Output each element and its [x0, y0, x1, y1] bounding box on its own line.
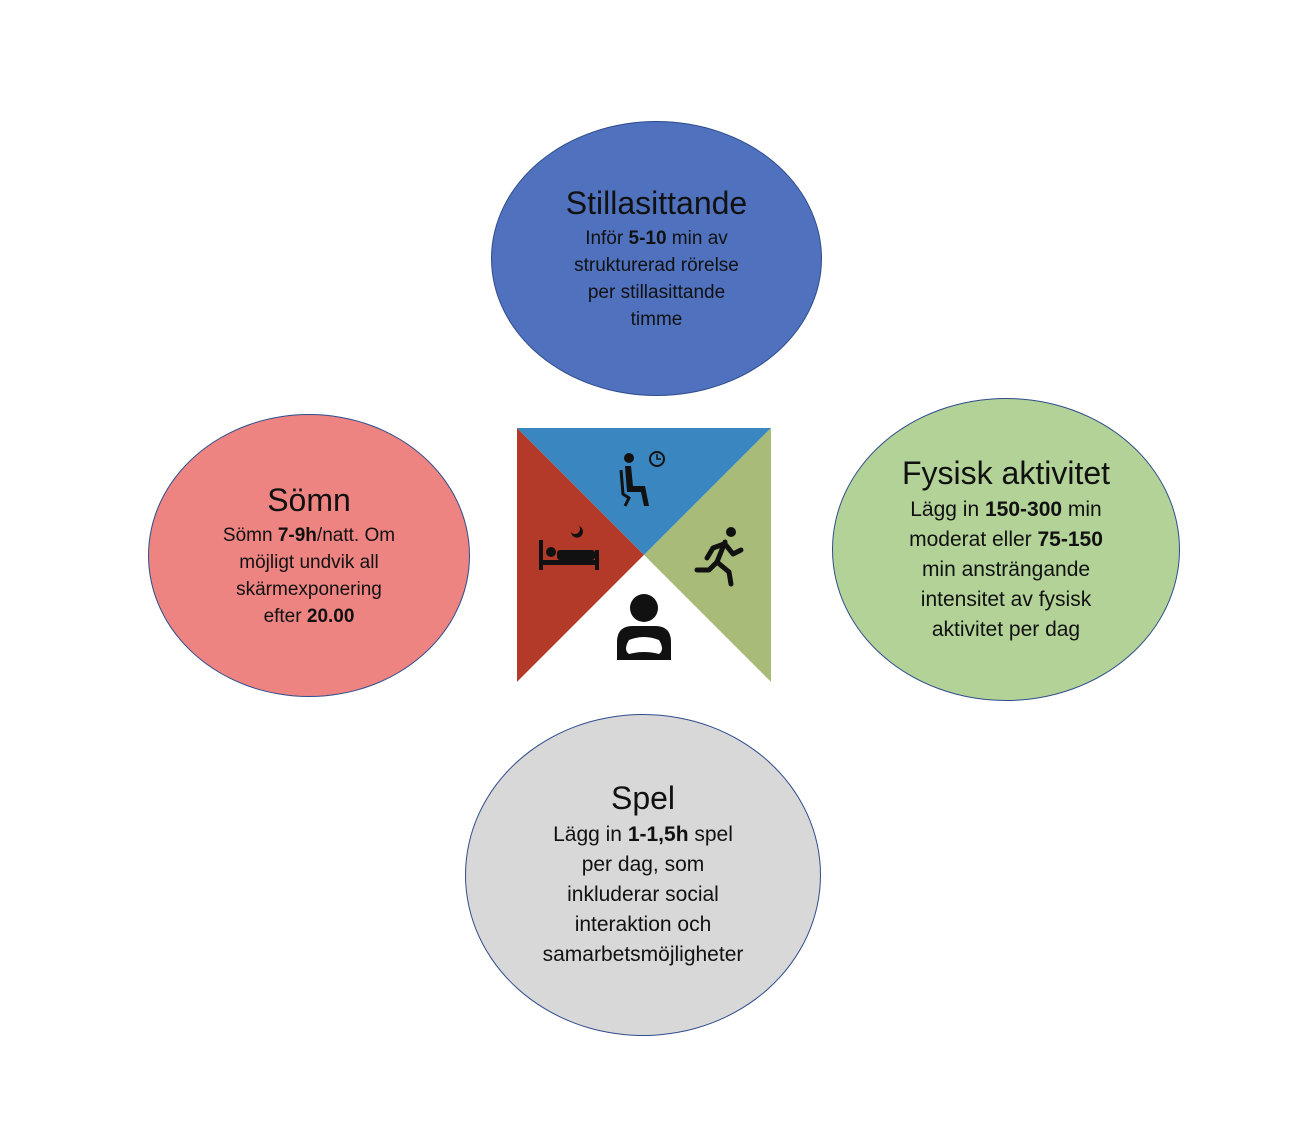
text-segment: per stillasittande: [587, 281, 726, 303]
bubble-text-line: inkluderar social: [543, 880, 744, 910]
text-segment: efter: [263, 605, 307, 627]
bubble-text-line: timme: [574, 306, 739, 333]
bubble-text-line: Sömn 7-9h/natt. Om: [223, 522, 395, 549]
bubble-text-line: Inför 5-10 min av: [574, 225, 739, 252]
text-segment: per dag, som: [581, 853, 705, 876]
bubble-text-line: strukturerad rörelse: [574, 252, 739, 279]
bold-value: 20.00: [306, 605, 355, 627]
bubble-text-line: Lägg in 150-300 min: [909, 495, 1103, 525]
sleeping-bed-icon: [539, 526, 599, 570]
bubble-text-line: moderat eller 75-150: [909, 525, 1103, 555]
bold-value: 75-150: [1037, 527, 1103, 551]
bubble-text-line: per stillasittande: [574, 279, 739, 306]
text-segment: intensitet av fysisk: [920, 587, 1092, 611]
bold-value: 7-9h: [277, 524, 317, 546]
bubble-spel: Spel Lägg in 1-1,5h spel per dag, som inkl…: [465, 714, 821, 1036]
center-quadrant-graphic: [517, 428, 771, 682]
text-segment: Sömn: [222, 524, 278, 546]
text-segment: aktivitet per dag: [931, 617, 1081, 641]
bubble-text-line: skärmexponering: [223, 576, 395, 603]
text-segment: Lägg in: [910, 497, 985, 521]
text-segment: min: [1062, 497, 1102, 521]
bubble-text-line: samarbetsmöjligheter: [543, 940, 744, 970]
text-segment: samarbetsmöjligheter: [542, 943, 744, 966]
bold-value: 150-300: [984, 497, 1063, 521]
bubble-title: Stillasittande: [565, 184, 748, 221]
bold-value: 5-10: [628, 227, 667, 249]
text-segment: min av: [666, 227, 728, 249]
text-segment: /natt. Om: [316, 524, 396, 546]
text-segment: timme: [630, 308, 683, 330]
text-segment: skärmexponering: [236, 578, 382, 600]
gamer-controller-icon: [617, 594, 671, 660]
text-segment: interaktion och: [574, 913, 712, 936]
bubble-title: Sömn: [267, 481, 351, 518]
bubble-text-line: Lägg in 1-1,5h spel: [543, 820, 744, 850]
text-segment: Lägg in: [553, 823, 628, 846]
text-segment: spel: [688, 823, 733, 846]
text-segment: strukturerad rörelse: [574, 254, 739, 276]
bubble-body: Lägg in 1-1,5h spel per dag, som inkludera…: [543, 820, 744, 970]
text-segment: moderat eller: [909, 527, 1038, 551]
bubble-text-line: möjligt undvik all: [223, 549, 395, 576]
bubble-text-line: min ansträngande: [909, 555, 1103, 585]
text-segment: min ansträngande: [921, 557, 1091, 581]
sitting-person-clock-icon: [619, 451, 665, 507]
text-segment: inkluderar social: [567, 883, 719, 906]
bubble-text-line: intensitet av fysisk: [909, 585, 1103, 615]
bubble-title: Fysisk aktivitet: [901, 454, 1111, 491]
bubble-title: Spel: [610, 780, 676, 816]
bold-value: 1-1,5h: [627, 823, 689, 846]
bubble-text-line: per dag, som: [543, 850, 744, 880]
bubble-text-line: aktivitet per dag: [909, 615, 1103, 645]
bubble-text-line: interaktion och: [543, 910, 744, 940]
bubble-text-line: efter 20.00: [223, 603, 395, 630]
text-segment: Inför: [585, 227, 629, 249]
running-person-icon: [694, 527, 744, 587]
text-segment: möjligt undvik all: [239, 551, 379, 573]
